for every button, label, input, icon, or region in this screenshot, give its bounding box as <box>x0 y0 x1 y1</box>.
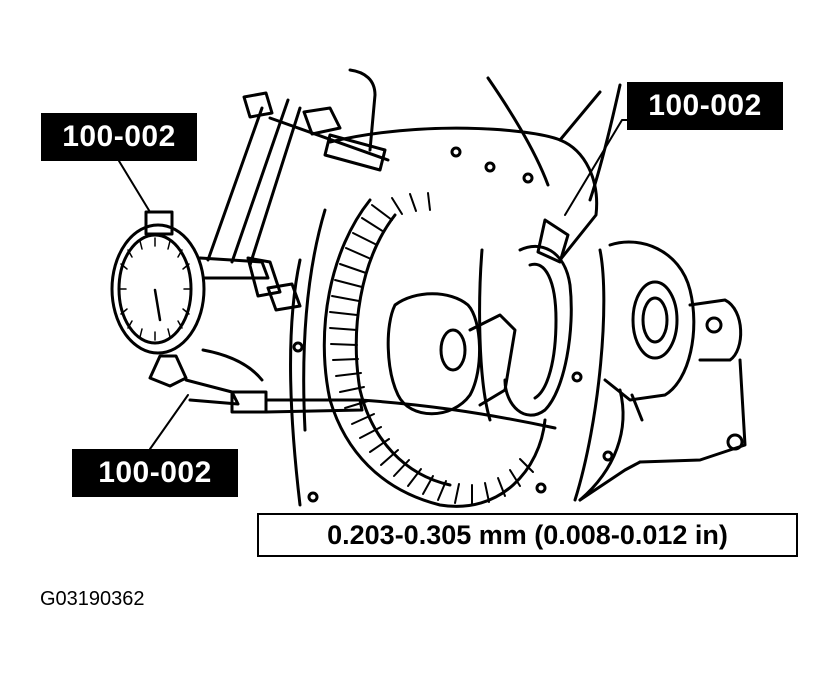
tool-callout-bottom-left: 100-002 <box>72 449 238 497</box>
bearing-cap <box>503 218 573 417</box>
tool-callout-top-right: 100-002 <box>627 82 783 130</box>
differential-case <box>386 248 517 422</box>
ring-gear <box>322 192 547 508</box>
side-bracket <box>578 240 747 502</box>
leader-lines <box>118 119 628 450</box>
figure-id: G03190362 <box>40 588 145 610</box>
tool-callout-top-left: 100-002 <box>41 113 197 161</box>
dial-indicator <box>110 210 557 430</box>
backlash-specification: 0.203-0.305 mm (0.008-0.012 in) <box>257 513 798 557</box>
magnetic-base-rod <box>206 68 550 312</box>
